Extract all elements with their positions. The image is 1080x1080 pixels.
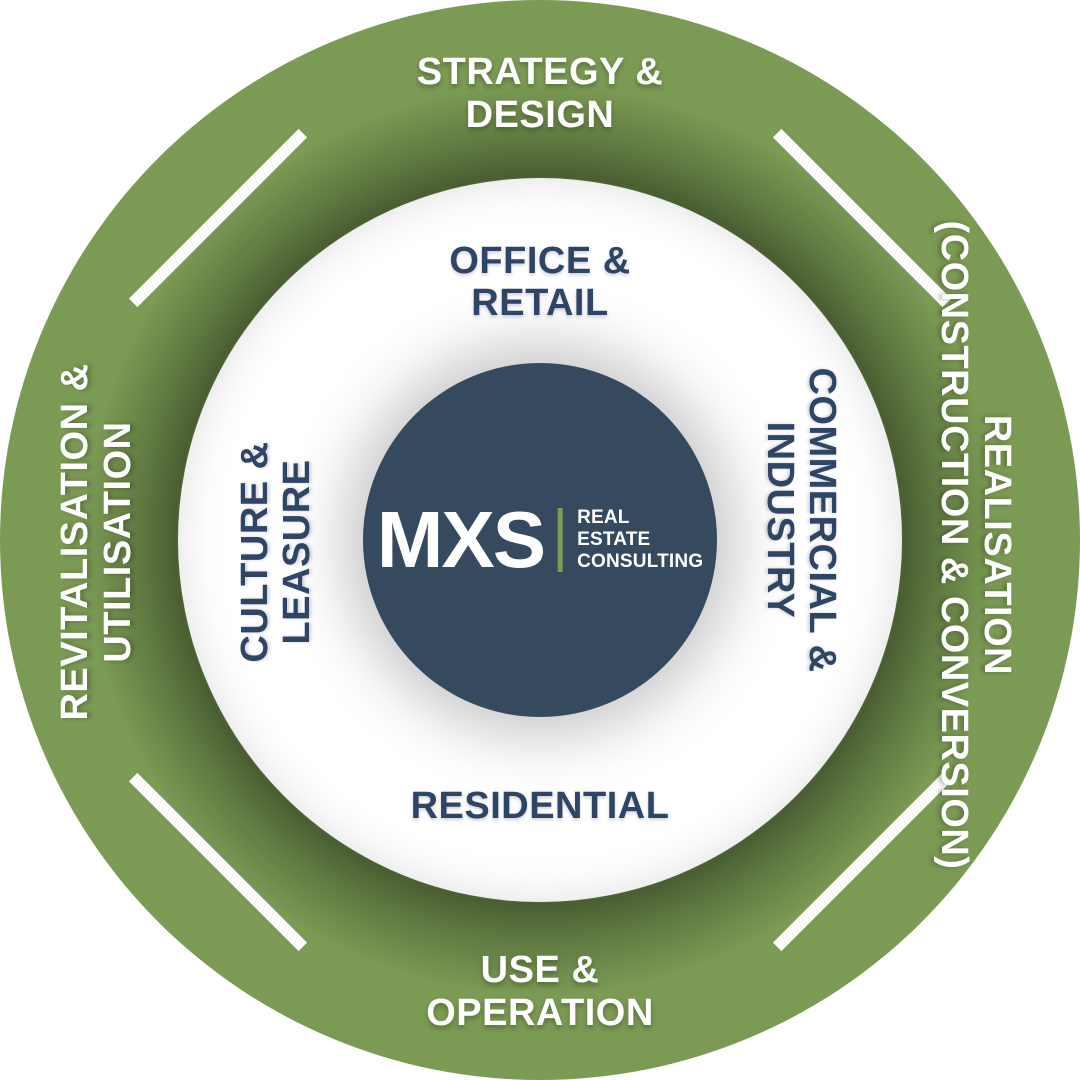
- outer-label-revitalisation-utilisation: REVITALISATION & UTILISATION: [54, 363, 140, 720]
- outer-label-use-operation: USE & OPERATION: [426, 949, 654, 1035]
- label-line: RETAIL: [471, 282, 609, 324]
- inner-label-residential: RESIDENTIAL: [411, 785, 670, 827]
- center-circle: [363, 363, 717, 717]
- label-line: STRATEGY &: [416, 51, 664, 93]
- inner-label-commercial-industry: COMMERCIAL & INDUSTRY: [759, 367, 843, 672]
- label-line: COMMERCIAL &: [801, 367, 843, 673]
- label-line: OFFICE &: [449, 240, 631, 282]
- label-line: (CONSTRUCTION & CONVERSION): [933, 220, 975, 870]
- label-line: REALISATION: [976, 414, 1018, 676]
- brand-subtitle-line: CONSULTING: [577, 551, 704, 572]
- inner-label-culture-leasure: CULTURE & LEASURE: [234, 441, 318, 662]
- label-line: DESIGN: [465, 94, 615, 136]
- brand-subtitle: REAL ESTATE CONSULTING: [577, 507, 703, 573]
- label-line: CULTURE &: [234, 441, 276, 663]
- label-line: RESIDENTIAL: [410, 785, 670, 827]
- outer-label-realisation: REALISATION (CONSTRUCTION & CONVERSION): [932, 221, 1018, 870]
- label-line: REVITALISATION &: [54, 363, 96, 721]
- brand-wordmark: MXS: [376, 495, 546, 584]
- label-line: UTILISATION: [97, 421, 139, 663]
- brand-subtitle-line: REAL: [577, 507, 630, 528]
- label-line: INDUSTRY: [759, 421, 801, 619]
- logo-divider-bar: [558, 508, 564, 572]
- brand-subtitle-line: ESTATE: [577, 529, 651, 550]
- label-line: OPERATION: [426, 992, 654, 1034]
- inner-label-office-retail: OFFICE & RETAIL: [449, 240, 630, 324]
- outer-label-strategy-design: STRATEGY & DESIGN: [417, 51, 663, 137]
- label-line: USE &: [480, 949, 600, 991]
- label-line: LEASURE: [276, 459, 318, 645]
- brand-logo: MXS REAL ESTATE CONSULTING: [377, 500, 704, 580]
